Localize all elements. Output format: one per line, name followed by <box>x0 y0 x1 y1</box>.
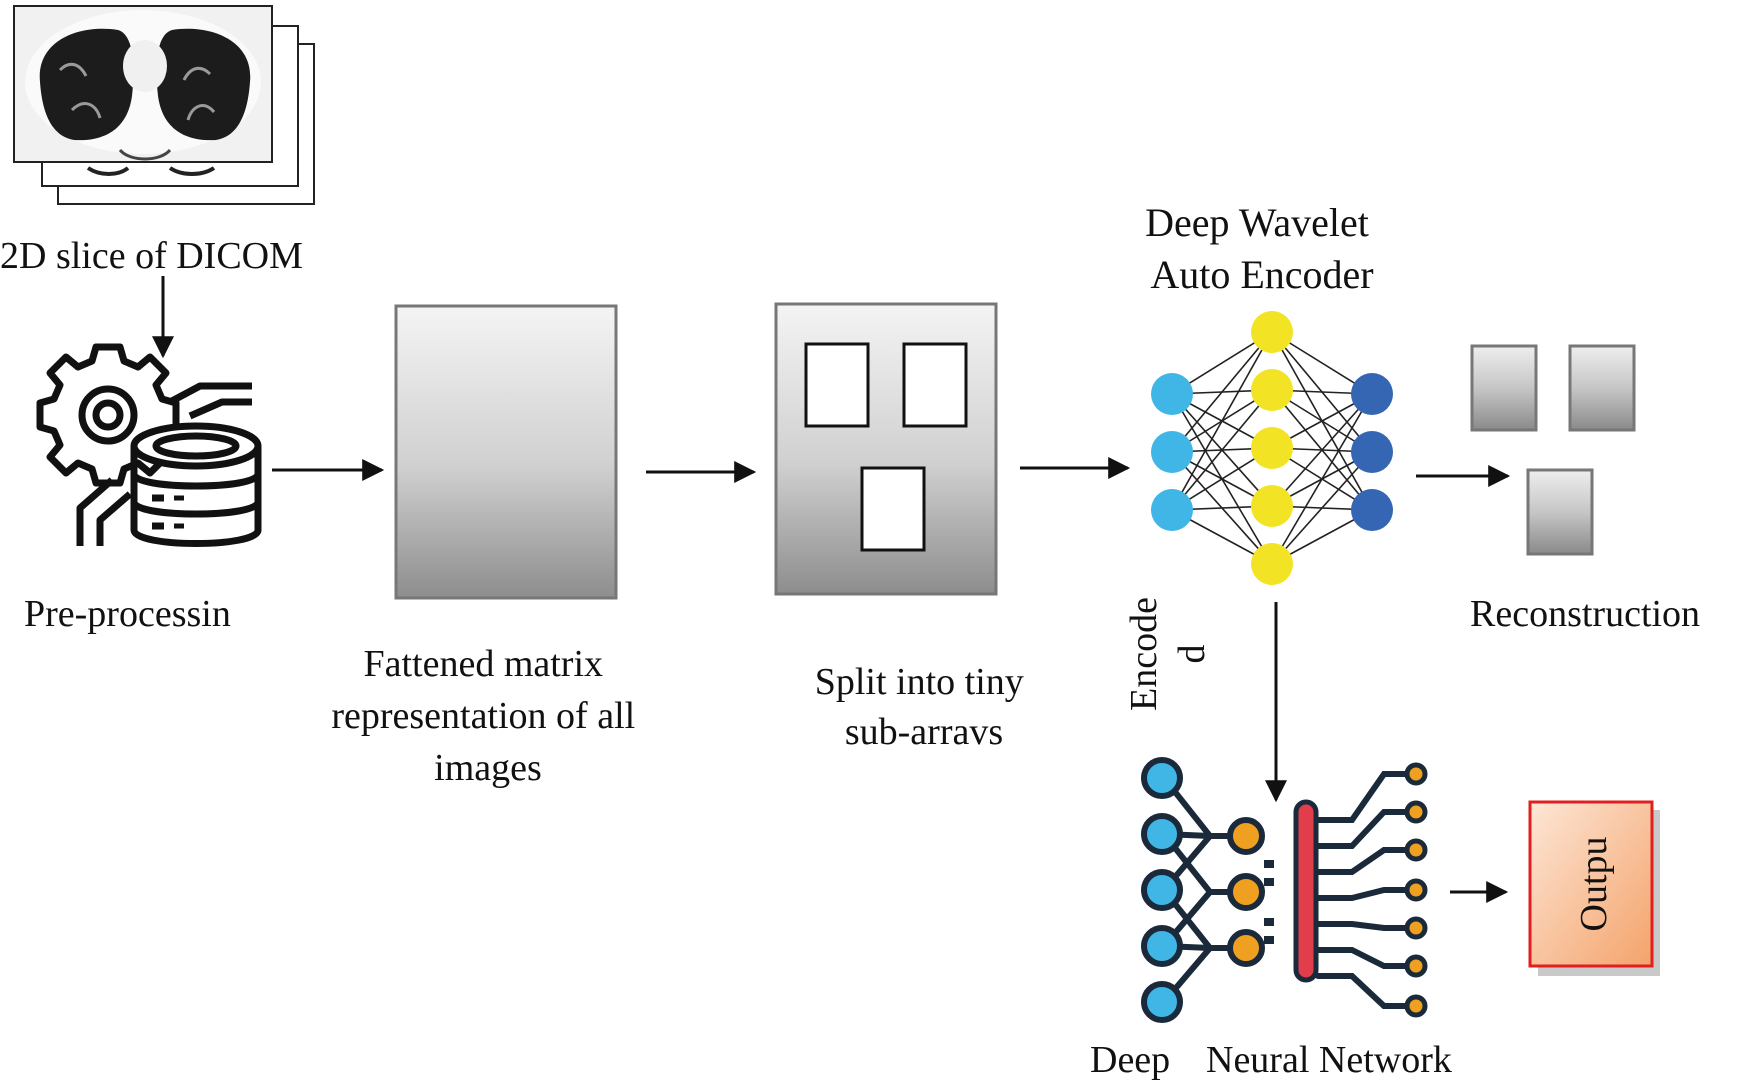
ae-connection <box>1271 393 1373 507</box>
dnn-output-node <box>1404 994 1428 1018</box>
ct-scan-stack-icon <box>13 5 315 205</box>
dnn-dot <box>1264 918 1274 926</box>
ae-connection <box>1171 331 1273 453</box>
dnn-output-node <box>1404 878 1428 902</box>
dicom-label: 2D slice of DICOM <box>0 235 303 277</box>
deep-neural-network-icon <box>1141 757 1428 1023</box>
split-label: Split into tiny sub-arravs <box>815 661 1034 753</box>
flattened-label-line-3: images <box>434 747 542 789</box>
dnn-output-node <box>1404 800 1428 824</box>
ae-output-node <box>1351 431 1393 473</box>
ae-hidden-node <box>1251 369 1293 411</box>
preprocessing-label: Pre-processin <box>24 593 231 635</box>
ae-hidden-node <box>1251 543 1293 585</box>
dnn-label-line-2: Neural Network <box>1206 1039 1452 1081</box>
flattened-matrix-box <box>394 304 618 600</box>
dnn-output-connection <box>1315 973 1415 1009</box>
ae-input-node <box>1151 431 1193 473</box>
encoded-label-line-1: Encode <box>1123 597 1165 711</box>
split-label-line-2: sub-arravs <box>845 711 1003 753</box>
ae-connection <box>1271 451 1373 565</box>
ae-input-node <box>1151 373 1193 415</box>
ae-hidden-node <box>1251 427 1293 469</box>
ae-output-node <box>1351 489 1393 531</box>
autoencoder-label-line-1: Deep Wavelet <box>1145 200 1369 245</box>
dnn-output-connection <box>1315 847 1415 875</box>
flattened-label-line-1: Fattened matrix <box>363 643 603 685</box>
dnn-label-line-1: Deep <box>1090 1039 1170 1081</box>
dnn-bar <box>1293 799 1319 983</box>
dnn-output-connection <box>1315 809 1415 849</box>
ae-connection <box>1171 389 1273 511</box>
dnn-output-node <box>1404 916 1428 940</box>
gear-database-icon <box>36 343 262 547</box>
flattened-label-line-2: representation of all <box>331 695 635 737</box>
dnn-output-node <box>1404 838 1428 862</box>
autoencoder-label-line-2: Auto Encoder <box>1150 252 1373 297</box>
ae-input-node <box>1151 489 1193 531</box>
dnn-output-connection <box>1315 921 1415 931</box>
encoded-label-line-2: d <box>1171 645 1213 664</box>
output-box: Outpu <box>1528 800 1660 976</box>
flattened-matrix-label: Fattened matrix representation of all im… <box>331 643 644 789</box>
dnn-label: Deep Neural Network <box>1090 1039 1452 1081</box>
split-subarrays-box <box>774 302 998 596</box>
dnn-output-connection <box>1315 887 1415 901</box>
ae-hidden-node <box>1251 311 1293 353</box>
dnn-output-node <box>1404 954 1428 978</box>
ae-hidden-node <box>1251 485 1293 527</box>
dnn-hidden-node <box>1227 817 1265 855</box>
dnn-input-node <box>1141 757 1183 799</box>
dnn-dot <box>1264 878 1274 886</box>
reconstruction-label: Reconstruction <box>1470 593 1700 635</box>
dnn-dot <box>1264 936 1274 944</box>
autoencoder-label: Deep Wavelet Auto Encoder <box>1145 200 1379 297</box>
ae-connection <box>1171 331 1273 511</box>
dnn-dot <box>1264 860 1274 868</box>
encoded-label: Encode d <box>1123 597 1213 711</box>
split-label-line-1: Split into tiny <box>815 661 1024 703</box>
dnn-output-connection <box>1315 947 1415 969</box>
dnn-input-node <box>1141 981 1183 1023</box>
dnn-hidden-node <box>1227 929 1265 967</box>
output-label: Outpu <box>1573 837 1615 932</box>
ae-connection <box>1271 393 1373 565</box>
neural-network-icon <box>1151 311 1393 585</box>
dnn-output-connection <box>1315 771 1415 823</box>
ae-output-node <box>1351 373 1393 415</box>
reconstruction-blocks <box>1470 344 1636 556</box>
dnn-input-node <box>1141 813 1183 855</box>
dnn-output-node <box>1404 762 1428 786</box>
dnn-hidden-node <box>1227 873 1265 911</box>
dnn-input-node <box>1141 925 1183 967</box>
dnn-input-node <box>1141 869 1183 911</box>
